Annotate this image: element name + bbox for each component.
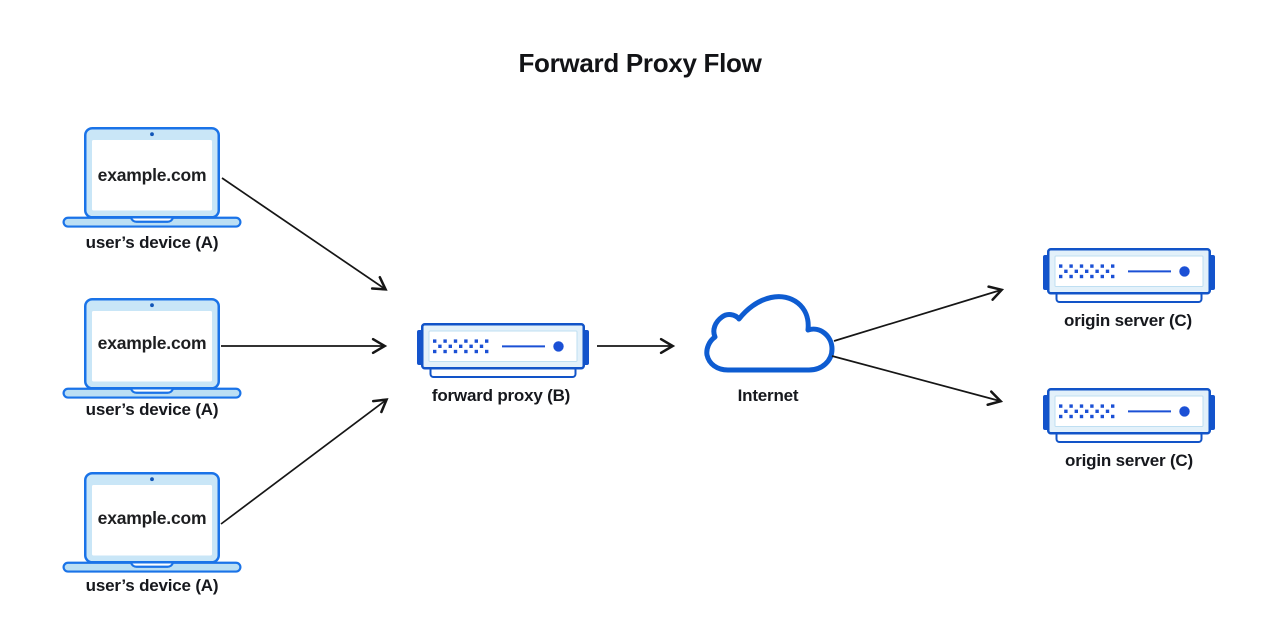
origin1-label: origin server (C) (1064, 311, 1192, 330)
origin-server-icon (1041, 388, 1217, 444)
device1-screen-text: example.com (97, 165, 207, 185)
internet-label: Internet (737, 386, 799, 405)
device2-screen-text: example.com (97, 333, 207, 353)
proxy-server-icon (415, 323, 591, 379)
device3-screen-text: example.com (97, 508, 207, 528)
device2-label: user’s device (A) (85, 400, 219, 419)
arrow-device3-to-proxy (220, 398, 389, 525)
flow-arrows (220, 177, 1005, 525)
origin2-label: origin server (C) (1065, 451, 1193, 470)
cloud-icon (704, 294, 835, 373)
device3-label: user’s device (A) (85, 576, 219, 595)
proxy-label: forward proxy (B) (431, 386, 571, 405)
arrow-internet-to-origin2 (831, 355, 1004, 407)
arrow-device1-to-proxy (221, 177, 388, 291)
diagram-title: Forward Proxy Flow (518, 48, 762, 78)
arrow-internet-to-origin1 (833, 285, 1005, 342)
origin-server-icon (1041, 248, 1217, 304)
device1-label: user’s device (A) (85, 233, 219, 252)
